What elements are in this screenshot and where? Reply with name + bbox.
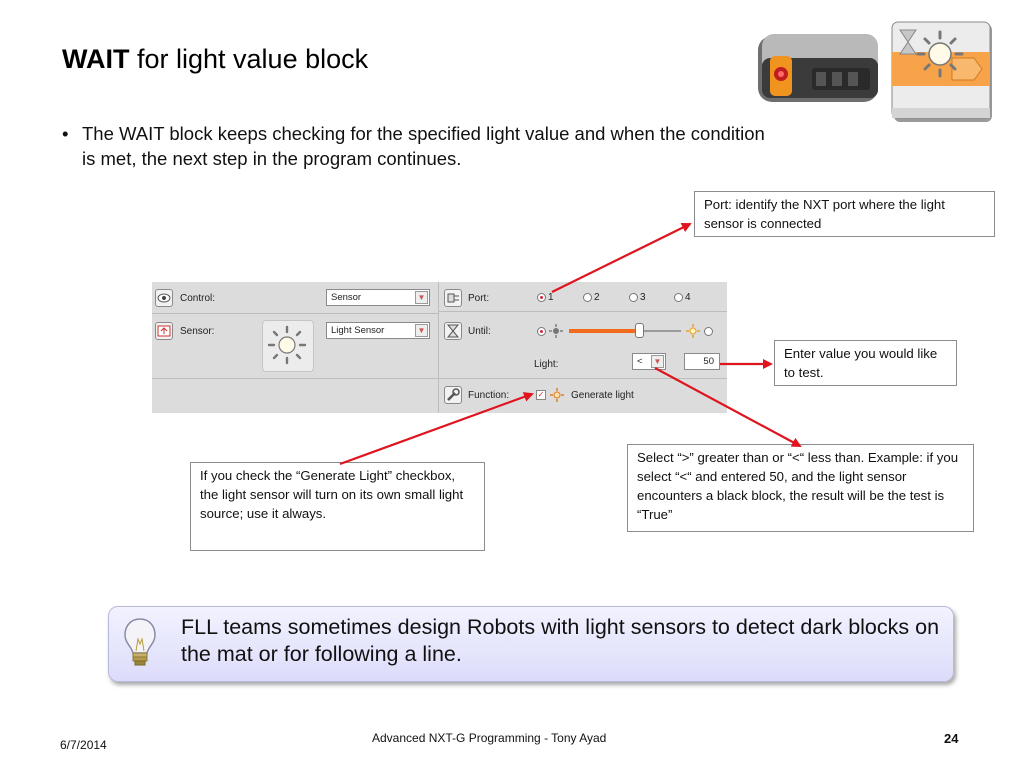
- port-option-3: 3: [640, 292, 646, 303]
- eye-icon: [155, 289, 173, 307]
- dark-radio[interactable]: [537, 327, 546, 336]
- sensor-dropdown-value: Light Sensor: [331, 325, 385, 336]
- lightbulb-icon: [124, 618, 156, 666]
- compare-callout: Select “>” greater than or “<“ less than…: [627, 444, 974, 532]
- panel-divider: [438, 282, 439, 413]
- wrench-icon: [444, 386, 462, 404]
- light-label: Light:: [534, 359, 559, 370]
- chevron-down-icon[interactable]: ▼: [415, 291, 428, 304]
- compare-dropdown-value: <: [637, 356, 643, 367]
- page-number: 24: [944, 731, 959, 746]
- panel-divider: [152, 378, 727, 379]
- chevron-down-icon[interactable]: ▼: [651, 355, 664, 368]
- slide-title: WAIT for light value block: [62, 44, 368, 75]
- plug-icon: [444, 289, 462, 307]
- dark-sun-icon: [549, 324, 563, 338]
- port-arrow: [551, 223, 692, 293]
- slider-thumb[interactable]: [635, 323, 644, 338]
- port-callout: Port: identify the NXT port where the li…: [694, 191, 995, 237]
- bullet-point: • The WAIT block keeps checking for the …: [62, 121, 782, 171]
- function-label: Function:: [468, 390, 510, 401]
- title-rest: for light value block: [129, 44, 369, 74]
- sun-icon: [267, 325, 307, 365]
- light-slider[interactable]: [569, 323, 681, 339]
- port-radio-3[interactable]: [629, 293, 638, 302]
- footer-title: Advanced NXT-G Programming - Tony Ayad: [372, 731, 607, 745]
- light-sensor-preview: [262, 320, 314, 372]
- tip-box: FLL teams sometimes design Robots with l…: [108, 606, 954, 682]
- slider-fill: [569, 329, 635, 333]
- compare-dropdown[interactable]: < ▼: [632, 353, 666, 370]
- panel-divider: [439, 311, 727, 312]
- port-radio-2[interactable]: [583, 293, 592, 302]
- bullet-text: The WAIT block keeps checking for the sp…: [82, 123, 765, 169]
- bullet-dot: •: [62, 123, 69, 144]
- port-radio-1[interactable]: [537, 293, 546, 302]
- sensor-label: Sensor:: [180, 326, 215, 337]
- port-label: Port:: [468, 293, 490, 304]
- title-bold: WAIT: [62, 44, 130, 74]
- light-value-input[interactable]: 50: [684, 353, 720, 370]
- compare-arrow: [654, 367, 802, 447]
- generate-light-callout: If you check the “Generate Light” checkb…: [190, 462, 485, 551]
- control-dropdown-value: Sensor: [331, 292, 362, 303]
- bright-sun-icon: [686, 324, 700, 338]
- wait-light-block-icon: [891, 21, 992, 122]
- value-callout: Enter value you would like to test.: [774, 340, 957, 386]
- hourglass-icon: [444, 322, 462, 340]
- port-radio-4[interactable]: [674, 293, 683, 302]
- panel-divider: [152, 313, 438, 314]
- port-option-1: 1: [548, 292, 554, 303]
- footer-date: 6/7/2014: [60, 738, 107, 752]
- until-label: Until:: [468, 326, 491, 337]
- sensor-dropdown[interactable]: Light Sensor ▼: [326, 322, 430, 339]
- sensor-icon: [155, 322, 173, 340]
- generate-light-checkbox[interactable]: ✓: [536, 390, 546, 400]
- control-dropdown[interactable]: Sensor ▼: [326, 289, 430, 306]
- generate-light-icon: [550, 388, 564, 402]
- generate-light-label: Generate light: [571, 390, 634, 401]
- control-label: Control:: [180, 293, 216, 304]
- generate-light-arrow: [339, 392, 534, 466]
- port-option-2: 2: [594, 292, 600, 303]
- wait-block-config-panel: Control: Sensor ▼ Sensor: Light Sensor ▼…: [152, 282, 727, 413]
- light-sensor-image: [758, 34, 878, 102]
- port-option-4: 4: [685, 292, 691, 303]
- chevron-down-icon[interactable]: ▼: [415, 324, 428, 337]
- bright-radio[interactable]: [704, 327, 713, 336]
- tip-text: FLL teams sometimes design Robots with l…: [181, 615, 940, 666]
